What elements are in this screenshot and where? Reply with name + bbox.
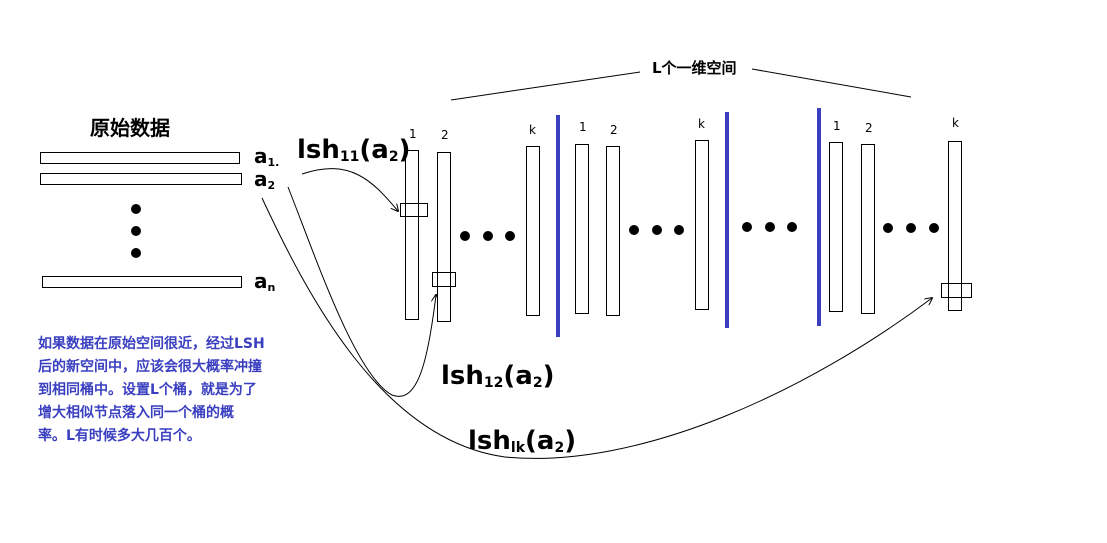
bucket-label: 2 — [610, 123, 618, 137]
horizontal-ellipsis-dot — [742, 222, 752, 232]
space-separator — [556, 115, 560, 337]
horizontal-ellipsis-dot — [883, 223, 893, 233]
bracket-left-line — [450, 71, 641, 101]
vertical-ellipsis-dot — [131, 248, 141, 258]
bucket-column — [606, 146, 620, 316]
note-line: 到相同桶中。设置L个桶，就是为了 — [38, 382, 257, 398]
horizontal-ellipsis-dot — [906, 223, 916, 233]
space-separator — [725, 112, 729, 328]
horizontal-ellipsis-dot — [765, 222, 775, 232]
vertical-ellipsis-dot — [131, 226, 141, 236]
explanation-note: 如果数据在原始空间很近，经过LSH 后的新空间中，应该会很大概率冲撞 到相同桶中… — [38, 333, 308, 448]
original-data-title: 原始数据 — [90, 116, 170, 140]
bucket-column — [948, 141, 962, 311]
row-label-a2: a2 — [254, 167, 276, 192]
data-row-a1 — [40, 152, 240, 164]
row-label-an: an — [254, 269, 276, 294]
bucket-column — [405, 150, 419, 320]
bucket-label: k — [698, 117, 705, 131]
horizontal-ellipsis-dot — [505, 231, 515, 241]
hash-slot-marker — [941, 283, 972, 298]
bucket-column — [575, 144, 589, 314]
note-line: 增大相似节点落入同一个桶的概 — [38, 405, 234, 421]
note-line: 率。L有时候多大几百个。 — [38, 428, 201, 444]
horizontal-ellipsis-dot — [787, 222, 797, 232]
note-line: 如果数据在原始空间很近，经过LSH — [38, 336, 265, 352]
bucket-label: 1 — [833, 119, 841, 133]
data-row-an — [42, 276, 242, 288]
hash-label-lshlk: lshlk(a2) — [468, 426, 577, 456]
bucket-label: 1 — [579, 120, 587, 134]
row-label-a1: a1. — [254, 144, 280, 169]
horizontal-ellipsis-dot — [460, 231, 470, 241]
data-row-a2 — [40, 173, 242, 185]
horizontal-ellipsis-dot — [629, 225, 639, 235]
arrow-lshlk — [261, 197, 932, 459]
bucket-column — [861, 144, 875, 314]
arrow-lsh12 — [287, 186, 436, 397]
horizontal-ellipsis-dot — [674, 225, 684, 235]
bucket-label: 2 — [865, 121, 873, 135]
hash-label-lsh11: lsh11(a2) — [297, 135, 411, 165]
bucket-column — [526, 146, 540, 316]
horizontal-ellipsis-dot — [929, 223, 939, 233]
hash-slot-marker — [400, 203, 428, 217]
bucket-column — [695, 140, 709, 310]
horizontal-ellipsis-dot — [483, 231, 493, 241]
arrow-lsh11 — [301, 168, 398, 211]
bucket-column — [437, 152, 451, 322]
hash-label-lsh12: lsh12(a2) — [441, 361, 555, 391]
bucket-column — [829, 142, 843, 312]
bucket-label: k — [529, 123, 536, 137]
space-separator — [817, 108, 821, 326]
bucket-label: 1 — [409, 127, 417, 141]
space-label: L个一维空间 — [652, 59, 737, 77]
hash-slot-marker — [432, 272, 456, 287]
bracket-right-line — [751, 68, 912, 98]
bucket-label: 2 — [441, 128, 449, 142]
vertical-ellipsis-dot — [131, 204, 141, 214]
bucket-label: k — [952, 116, 959, 130]
horizontal-ellipsis-dot — [652, 225, 662, 235]
note-line: 后的新空间中，应该会很大概率冲撞 — [38, 359, 262, 375]
